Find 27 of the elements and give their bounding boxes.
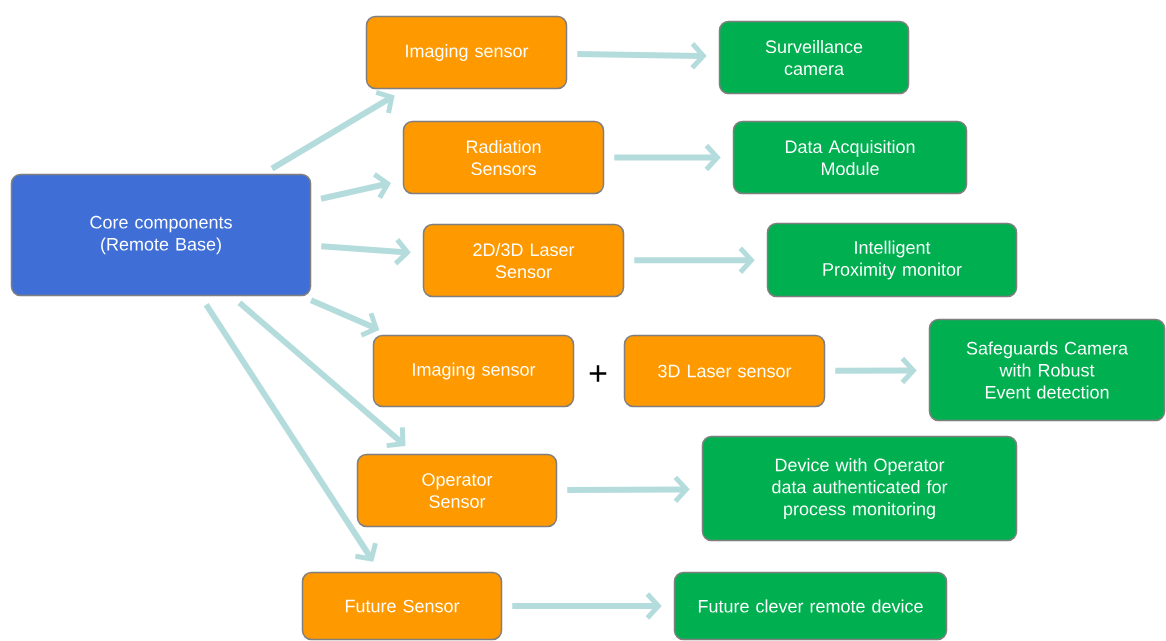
device-box: Intelligent Proximity monitor (766, 222, 1018, 298)
arrow (567, 475, 690, 504)
arrow (203, 303, 378, 562)
sensor-box: Radiation Sensors (402, 120, 605, 195)
device-box: Surveillance camera (718, 20, 910, 95)
arrow (634, 246, 755, 274)
sensor-box: Imaging sensor (365, 15, 568, 90)
device-box: Future clever remote device (673, 571, 948, 641)
plus-sign: + (589, 365, 607, 382)
arrow (270, 90, 395, 172)
arrow (320, 172, 392, 202)
sensor-box: Future Sensor (301, 571, 503, 641)
device-box: Device with Operator data authenticated for process monitoring (701, 435, 1018, 542)
arrow (577, 42, 707, 70)
device-box: Safeguards Camera with Robust Event detection (928, 318, 1166, 422)
device-box: Data Acquisition Module (732, 120, 968, 195)
sensor-box: Operator Sensor (356, 453, 558, 528)
sensor-box: Imaging sensor (372, 334, 575, 408)
arrow (309, 297, 380, 338)
arrow (614, 143, 721, 172)
process-box: Core components (Remote Base) (10, 173, 312, 297)
arrow (835, 356, 917, 385)
sensor-box: 3D Laser sensor (623, 334, 826, 408)
arrow (237, 300, 406, 449)
arrow (321, 238, 411, 266)
arrow (512, 592, 662, 620)
sensor-box: 2D/3D Laser Sensor (422, 223, 625, 298)
